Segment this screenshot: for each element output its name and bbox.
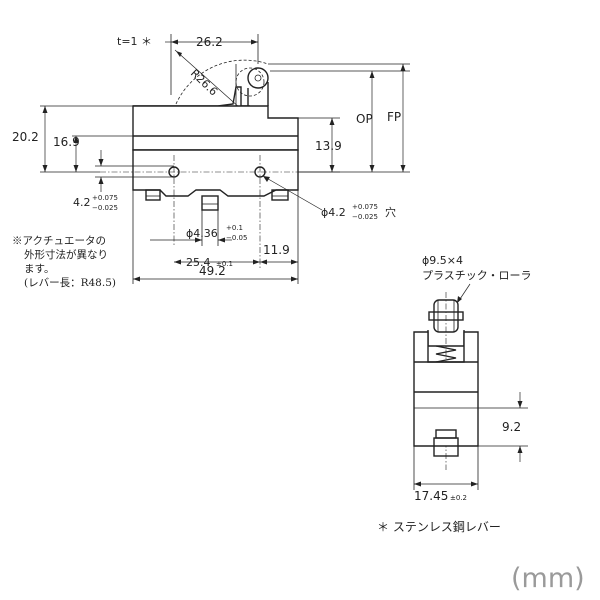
roller-label-line-1: ϕ9.5×4 (422, 254, 463, 267)
note-line-3: ます。 (24, 263, 54, 275)
dim-25-4-tol: ±0.1 (216, 260, 233, 268)
arrowhead (218, 237, 225, 243)
arrowhead (369, 165, 375, 172)
note-line-4: (レバー長：R48.5) (24, 277, 116, 289)
arrowhead (517, 446, 523, 453)
arrowhead (42, 106, 48, 113)
arrowhead (98, 177, 104, 184)
roller-label-line-2: プラスチック・ローラ (422, 269, 532, 282)
arrowhead (176, 51, 182, 57)
arrowhead (369, 71, 375, 78)
arrowhead (263, 176, 270, 182)
housing-bottom (132, 149, 299, 197)
dim-4-2: 4.2 (73, 196, 91, 209)
arrowhead (73, 165, 79, 172)
unit-label: (mm) (511, 563, 585, 594)
dim-hole: ϕ4.2 (321, 206, 346, 219)
dim-hole-suffix: 穴 (385, 205, 396, 219)
dim-17-45: 17.45 (414, 489, 448, 503)
dim-9-2: 9.2 (502, 420, 521, 434)
arrowhead (329, 165, 335, 172)
arrowhead (73, 136, 79, 143)
dim-17-45-tol: ±0.2 (450, 494, 467, 502)
arrowhead (471, 481, 478, 487)
terminal-com (145, 189, 161, 201)
arrowhead (457, 296, 462, 303)
dim-4-36-tol-top: +0.1 (226, 224, 243, 232)
lever-arm (133, 86, 250, 107)
arrowhead (195, 237, 202, 243)
dim-25-4: 25.4 (186, 256, 211, 269)
dim-20-2: 20.2 (12, 130, 39, 144)
side-spring (435, 345, 457, 363)
roller-axle-side (428, 311, 464, 321)
actuator-note: ※アクチュエータの 外形寸法が異なり ます。 (レバー長：R48.5) (12, 235, 116, 289)
arrowhead (517, 401, 523, 408)
dim-49-2: 49.2 (199, 264, 226, 278)
side-view: ϕ9.5×4 プラスチック・ローラ 9.2 (413, 254, 532, 503)
dim-4-2-tol-top: +0.075 (92, 194, 118, 202)
dim-line-r26-6 (174, 49, 241, 109)
arrowhead (251, 39, 258, 45)
dim-r26-6: R26.6 (188, 67, 220, 99)
dim-hole-tol-top: +0.075 (352, 203, 378, 211)
roller (247, 67, 269, 89)
arrowhead (329, 118, 335, 125)
side-roller (433, 299, 459, 333)
arrowhead (171, 39, 178, 45)
arrowhead (414, 481, 421, 487)
arrowhead (400, 165, 406, 172)
arrowhead (98, 159, 104, 166)
lever-note: ＊ ステンレス鋼レバー (377, 520, 501, 534)
arrowhead (291, 276, 298, 282)
lever-arc (175, 59, 269, 105)
dim-11-9: 11.9 (263, 243, 290, 257)
dim-4-36: ϕ4.36 (186, 227, 218, 240)
arrowhead (400, 64, 406, 71)
dim-4-2-tol-bot: −0.025 (92, 204, 118, 212)
dim-fp: FP (387, 110, 401, 124)
dim-26-2: 26.2 (196, 35, 223, 49)
roller-axle (254, 74, 262, 82)
side-housing (413, 331, 479, 447)
dim-hole-tol-bot: −0.025 (352, 213, 378, 221)
dim-13-9: 13.9 (315, 139, 342, 153)
terminal-no (271, 189, 289, 201)
dim-op: OP (356, 112, 373, 126)
dim-4-36-tol-bot: −0.05 (226, 234, 247, 242)
side-terminal-base (433, 437, 459, 457)
dim-thickness: t=1 ＊ (117, 35, 152, 48)
hole-leader (262, 175, 323, 211)
note-line-1: ※アクチュエータの (12, 235, 106, 247)
roller-swing-circle (235, 67, 265, 97)
terminal-nc (201, 195, 219, 211)
arrowhead (174, 259, 181, 265)
arrowhead (42, 165, 48, 172)
housing-top (132, 105, 299, 151)
note-line-2: 外形寸法が異なり (24, 248, 108, 261)
arrowhead (260, 259, 267, 265)
dim-16-9: 16.9 (53, 135, 80, 149)
arrowhead (253, 259, 260, 265)
arrowhead (291, 259, 298, 265)
arrowhead (133, 276, 140, 282)
